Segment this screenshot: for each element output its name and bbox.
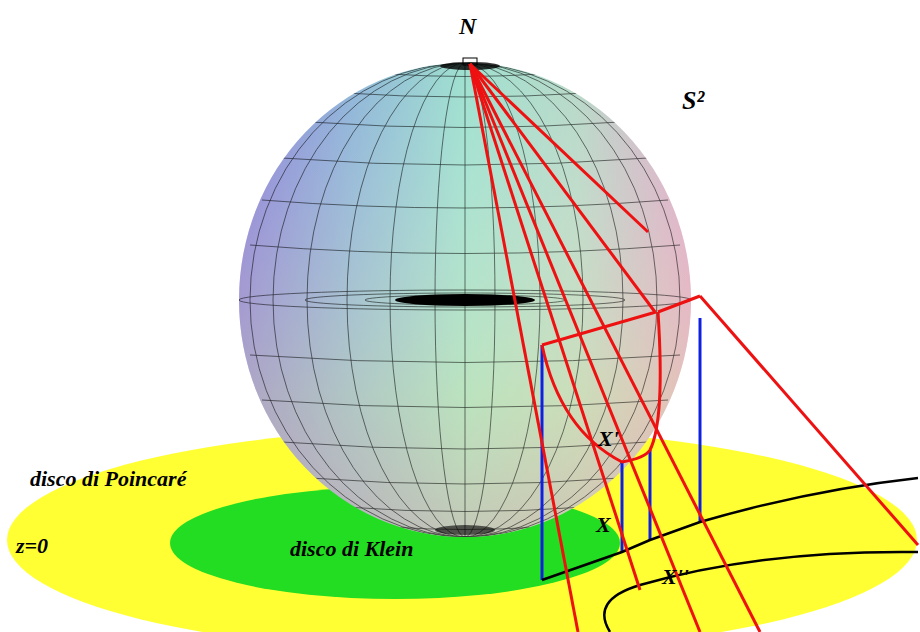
sphere-label: S²	[682, 88, 704, 114]
plane-label: z=0	[16, 535, 48, 557]
point-label: N	[459, 14, 476, 38]
point-label: X	[596, 514, 611, 536]
point-label: X''	[662, 566, 689, 588]
point-label: X'	[598, 428, 619, 450]
disk-label: disco di Klein	[290, 538, 413, 560]
disk-label: disco di Poincaré	[30, 468, 186, 490]
